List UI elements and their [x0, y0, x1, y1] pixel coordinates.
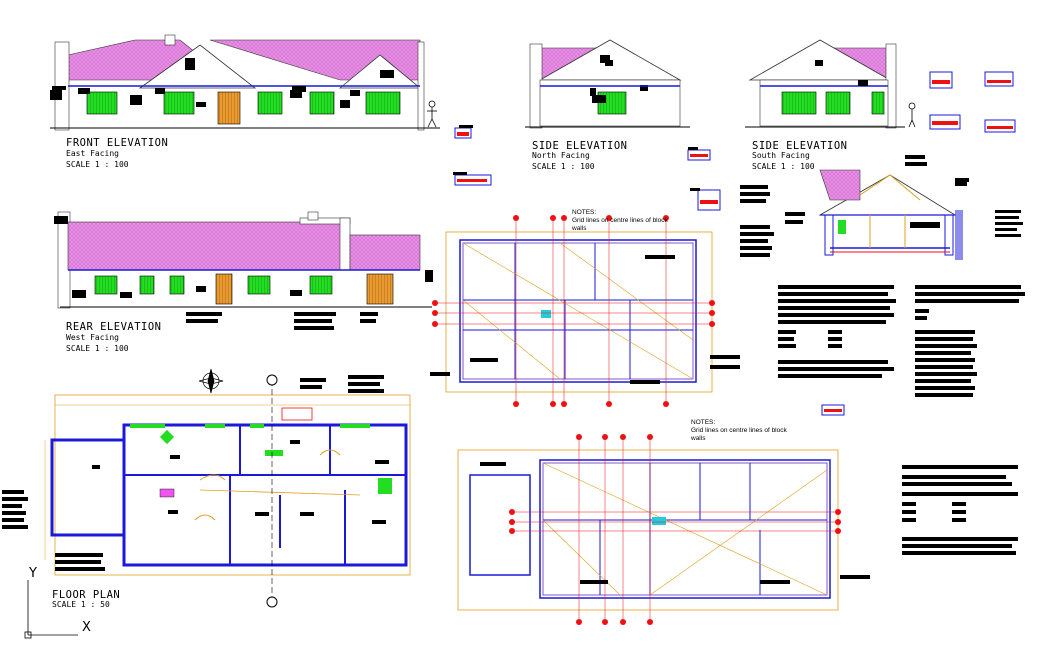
foundation-plan-top: [430, 215, 740, 407]
ucs-y-label: Y: [29, 566, 37, 581]
floor-plan-drawing: [44, 368, 411, 608]
front-roof-gable: [138, 44, 257, 89]
window: [163, 91, 195, 115]
front-elevation-drawing: [50, 34, 440, 131]
chimney: [164, 34, 176, 46]
ucs-x-label: X: [82, 620, 91, 635]
window: [247, 275, 271, 295]
side-elevation-south-scale: SCALE 1 : 100: [752, 162, 815, 171]
door: [217, 91, 241, 125]
rear-elevation-title: REAR ELEVATION: [66, 321, 162, 333]
rear-elevation-facing: West Facing: [66, 333, 119, 342]
window: [365, 91, 401, 115]
side-elevation-north-scale: SCALE 1 : 100: [532, 162, 595, 171]
annotation-blocks: [2, 55, 1025, 571]
north-arrow-icon: [198, 368, 224, 394]
rear-elevation-scale: SCALE 1 : 100: [66, 344, 129, 353]
foundation-notes-bottom-line1: Grid lines on centre lines of block: [691, 427, 787, 434]
foundation-notes-bottom-heading: NOTES:: [691, 419, 716, 426]
door: [366, 273, 394, 305]
foundation-notes-top-line1: Grid lines on centre lines of block: [572, 217, 668, 224]
front-elevation-scale: SCALE 1 : 100: [66, 160, 129, 169]
side-elevation-north-facing: North Facing: [532, 151, 590, 160]
foundation-plan-bottom: [457, 434, 870, 625]
window: [139, 275, 155, 295]
section-drawing: [818, 169, 967, 260]
side-elevation-south-drawing: [745, 39, 916, 129]
side-elevation-south-title: SIDE ELEVATION: [752, 140, 848, 152]
detail-symbols: [453, 71, 1016, 416]
front-elevation-facing: East Facing: [66, 149, 119, 158]
window: [825, 91, 851, 115]
foundation-notes-top-line2: walls: [572, 225, 587, 232]
side-elevation-north-drawing: [525, 39, 690, 129]
foundation-notes-top-heading: NOTES:: [572, 209, 597, 216]
door: [215, 273, 233, 305]
floor-plan-scale: SCALE 1 : 50: [52, 600, 110, 609]
human-figure: [427, 100, 437, 128]
window: [309, 91, 335, 115]
window: [94, 275, 118, 295]
front-elevation-title: FRONT ELEVATION: [66, 137, 169, 149]
floor-plan-title: FLOOR PLAN: [52, 589, 121, 601]
window: [86, 91, 118, 115]
side-elevation-north-title: SIDE ELEVATION: [532, 140, 628, 152]
window: [309, 275, 333, 295]
foundation-notes-bottom-line2: walls: [691, 435, 706, 442]
window: [781, 91, 817, 115]
ucs-axis-icon: [24, 580, 78, 639]
rear-elevation-drawing: [54, 211, 433, 309]
side-elevation-south-facing: South Facing: [752, 151, 810, 160]
window: [257, 91, 283, 115]
window: [871, 91, 885, 115]
window: [169, 275, 185, 295]
